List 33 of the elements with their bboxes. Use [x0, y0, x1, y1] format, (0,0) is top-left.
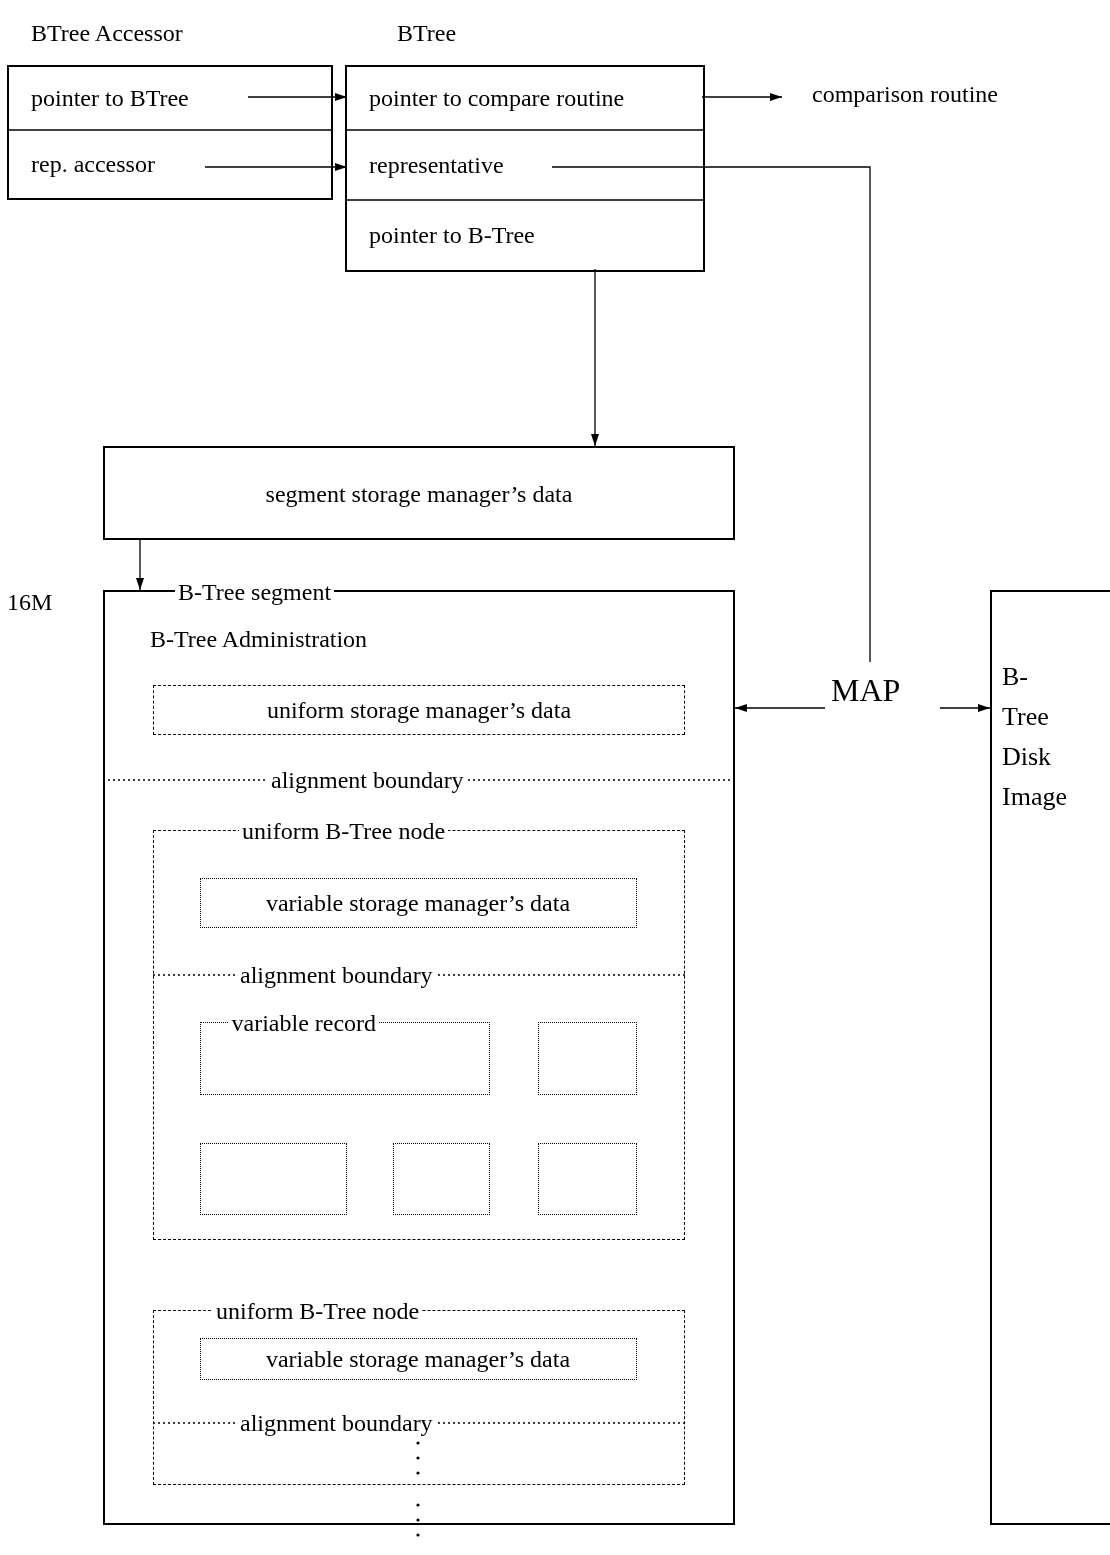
field-label: pointer to BTree	[9, 67, 248, 129]
arrow	[136, 539, 144, 591]
box-heading: BTree Accessor	[31, 19, 183, 47]
box-text: uniform storage manager’s data	[265, 696, 573, 724]
box-text: variable storage manager’s data	[264, 1344, 572, 1373]
section-heading: B-Tree Administration	[150, 625, 368, 653]
text-label: comparison routine	[782, 72, 1062, 116]
empty-dotted-box	[537, 1142, 637, 1215]
dotted-box	[199, 877, 637, 928]
arrow	[939, 704, 991, 712]
empty-dotted-box	[392, 1142, 490, 1215]
box-text: B-Tree Disk Image	[1002, 661, 1068, 813]
empty-dotted-box	[199, 1142, 347, 1215]
box-text: segment storage manager’s data	[264, 480, 574, 508]
dashed-box	[153, 685, 685, 735]
disk-image-box	[990, 590, 1110, 1525]
data-box	[103, 446, 735, 540]
box-text: variable storage manager’s data	[264, 888, 572, 917]
arrow	[247, 93, 348, 101]
box-heading: BTree	[397, 19, 457, 47]
connector-line	[551, 166, 871, 663]
field-label: representative	[347, 131, 552, 199]
size-label: 16M	[7, 588, 53, 616]
empty-dotted-box	[537, 1021, 637, 1095]
arrow	[591, 268, 599, 447]
arrow	[204, 163, 348, 171]
map-label: MAP	[825, 662, 940, 718]
field-label: pointer to compare routine	[347, 67, 702, 129]
field-label: rep. accessor	[9, 131, 205, 198]
arrow	[701, 93, 783, 101]
field-label: pointer to B-Tree	[347, 201, 612, 269]
arrow	[734, 704, 826, 712]
dotted-box	[199, 1337, 637, 1380]
